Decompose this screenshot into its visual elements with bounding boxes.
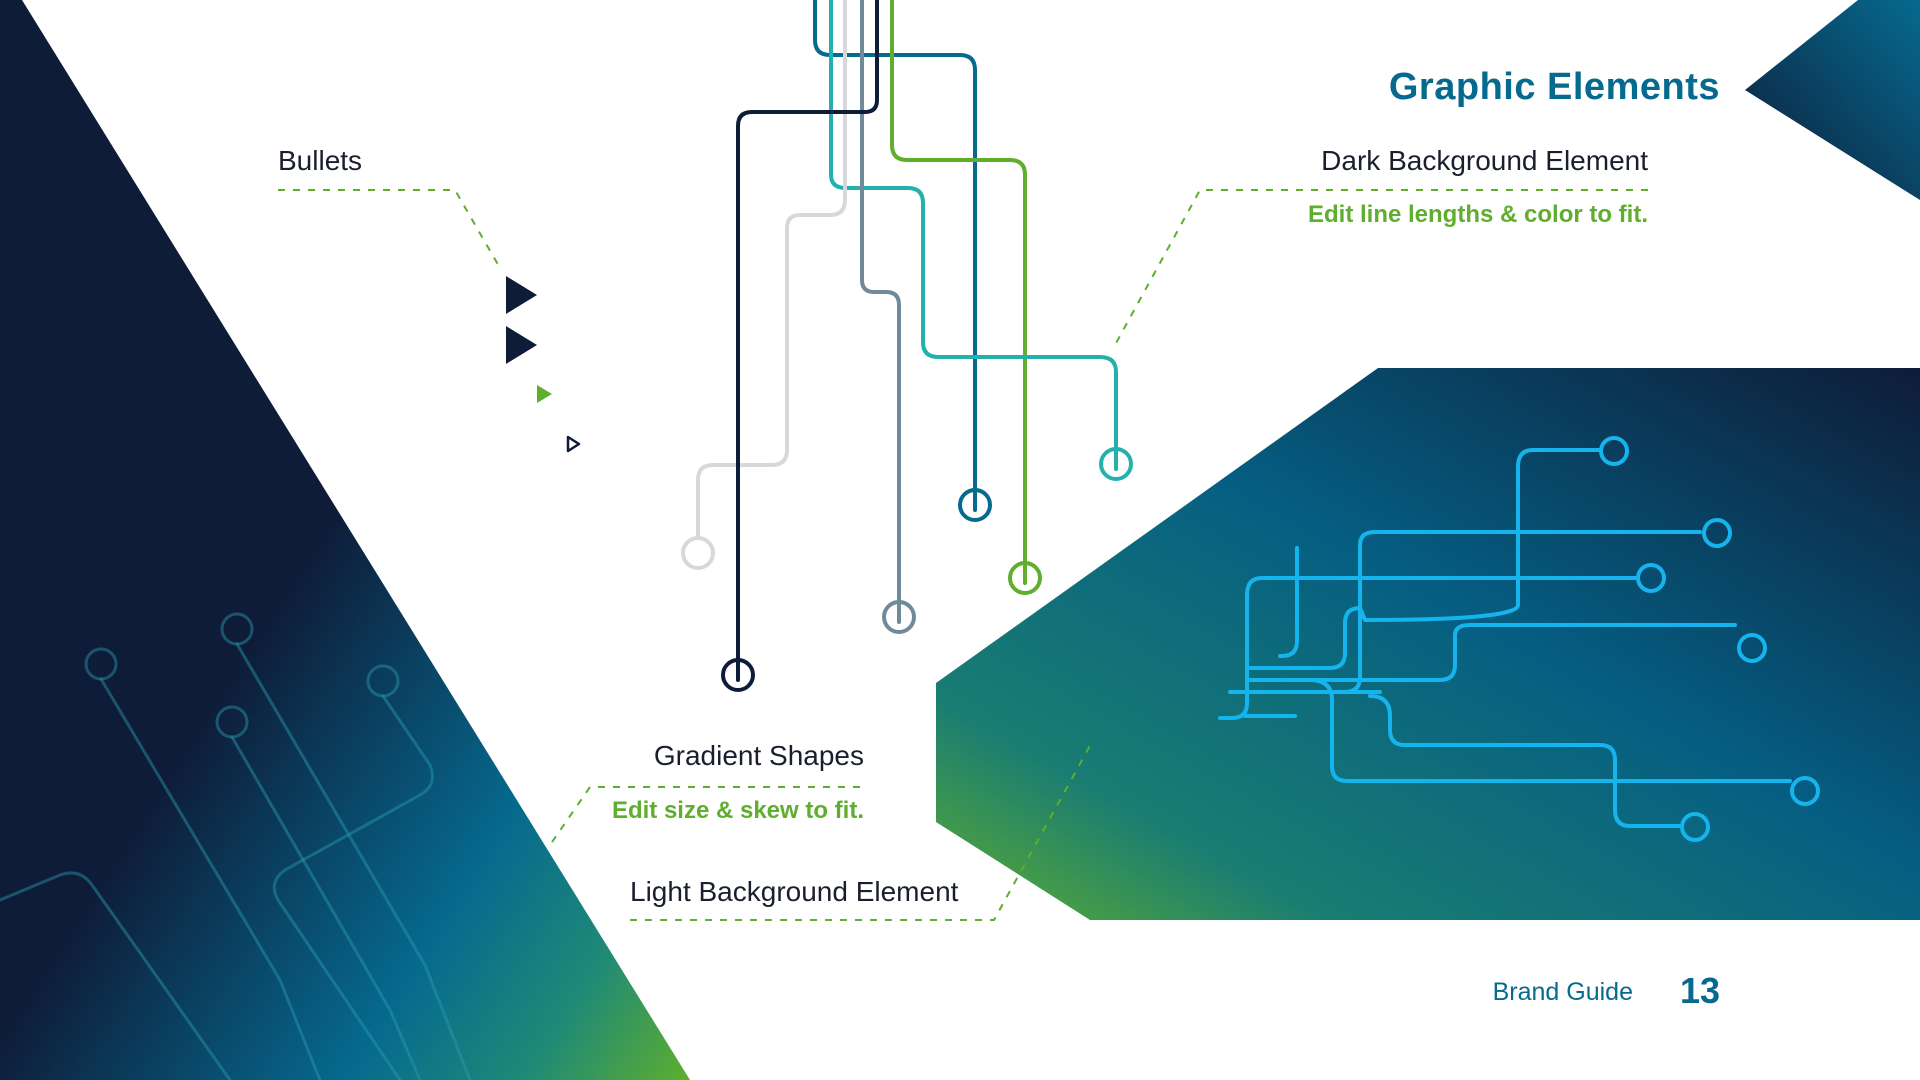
triangle-bullet-outline-icon — [566, 435, 581, 453]
page-number: 13 — [1680, 970, 1721, 1011]
triangle-bullet-small-icon — [537, 385, 552, 403]
triangle-bullet-medium-icon — [506, 326, 537, 364]
right-stripes — [936, 654, 1300, 718]
right-gradient-shape — [936, 368, 1920, 920]
light-background-label: Light Background Element — [630, 876, 959, 907]
dark-background-label: Dark Background Element — [1321, 145, 1648, 176]
corner-triangle — [1745, 0, 1920, 200]
leader-lines — [278, 189, 1648, 921]
triangle-bullet-large-icon — [506, 276, 537, 314]
gradient-shapes-hint: Edit size & skew to fit. — [611, 797, 864, 824]
dark-background-hint: Edit line lengths & color to fit. — [1308, 201, 1648, 228]
left-circuit-pattern — [0, 612, 472, 1080]
light-background-element — [681, 0, 1133, 692]
light-background-ticks — [736, 449, 1118, 682]
footer-label: Brand Guide — [1492, 978, 1633, 1006]
bullets-label: Bullets — [278, 145, 363, 176]
left-gradient-shape — [0, 0, 690, 1080]
gradient-shapes-label: Gradient Shapes — [653, 740, 864, 771]
dark-background-element — [1218, 436, 1820, 842]
page-title: Graphic Elements — [1388, 66, 1720, 108]
